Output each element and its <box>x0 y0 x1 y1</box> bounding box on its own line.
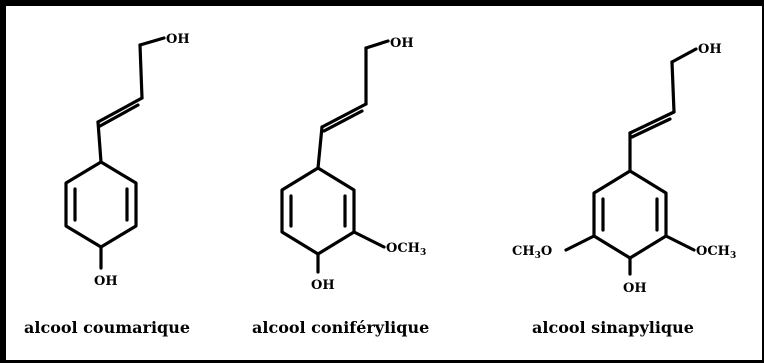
molecule-coniferyl-alcohol: OH OH OCH3 alcool coniférylique <box>252 36 429 337</box>
coumaryl-side-chain <box>96 36 166 164</box>
coniferyl-methoxy-main: OCH <box>386 241 420 256</box>
sinapyl-methoxy-right-subscript: 3 <box>730 251 736 261</box>
coniferyl-side-chain <box>316 39 390 170</box>
coniferyl-alcohol-label: alcool coniférylique <box>252 318 429 337</box>
coniferyl-methoxy-group: OCH3 <box>386 241 426 258</box>
sinapyl-methoxy-left-post: O <box>541 244 552 259</box>
coniferyl-benzene-ring <box>280 166 386 274</box>
sinapyl-terminal-oh: OH <box>698 42 722 57</box>
sinapyl-para-oh: OH <box>623 281 647 296</box>
molecule-sinapyl-alcohol: OH OH OCH3 CH3O alcool sinapylique <box>512 42 736 337</box>
coumaryl-alcohol-label: alcool coumarique <box>24 318 190 337</box>
coniferyl-methoxy-subscript: 3 <box>420 248 426 258</box>
sinapyl-methoxy-left-subscript: 3 <box>535 251 541 261</box>
coniferyl-para-oh: OH <box>311 278 335 293</box>
sinapyl-methoxy-left-pre: CH <box>512 244 535 259</box>
coumaryl-benzene-ring <box>64 160 138 270</box>
sinapyl-alcohol-label: alcool sinapylique <box>532 318 694 337</box>
coumaryl-terminal-oh: OH <box>166 32 190 47</box>
coumaryl-para-oh: OH <box>94 274 118 289</box>
sinapyl-side-chain <box>628 47 698 173</box>
molecule-coumaryl-alcohol: OH OH alcool coumarique <box>24 32 190 337</box>
sinapyl-methoxy-right-main: OCH <box>696 244 730 259</box>
sinapyl-methoxy-right: OCH3 <box>696 244 736 261</box>
coniferyl-terminal-oh: OH <box>390 36 414 51</box>
sinapyl-benzene-ring <box>564 169 696 276</box>
sinapyl-methoxy-left: CH3O <box>512 244 552 261</box>
